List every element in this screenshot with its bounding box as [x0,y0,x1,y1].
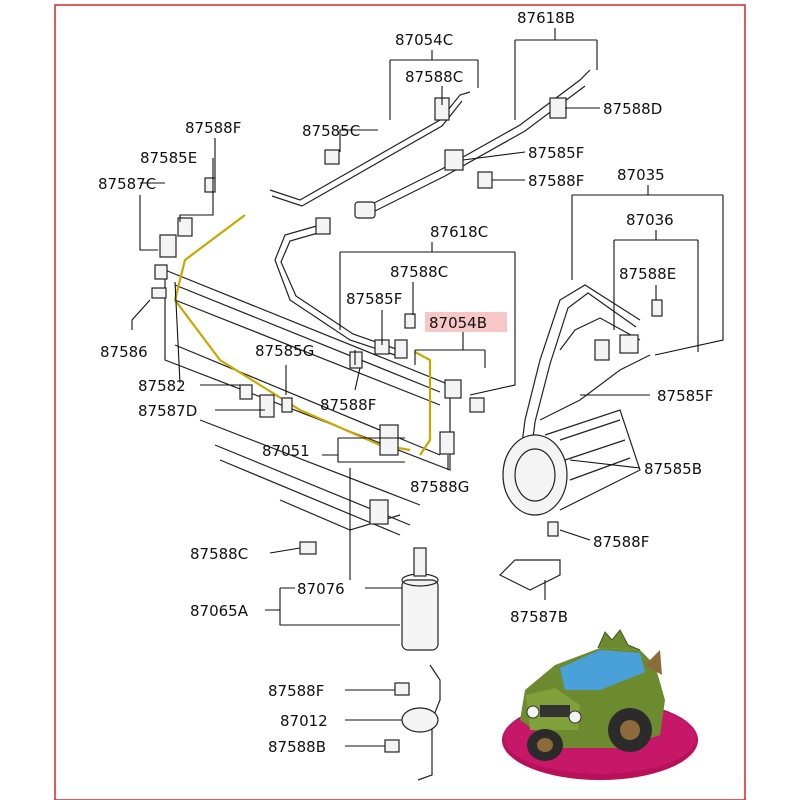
label-87588G: 87588G [410,478,469,496]
label-87585F-right: 87585F [657,387,713,405]
label-87585B: 87585B [644,460,702,478]
label-87585C: 87585C [302,122,360,140]
label-87588E: 87588E [619,265,676,283]
part-labels: 87618B 87054C 87588C 87588D 87588F 87585… [98,9,713,756]
label-87588B: 87588B [268,738,326,756]
label-87618C: 87618C [430,223,488,241]
label-87588D: 87588D [603,100,662,118]
label-87036: 87036 [626,211,674,229]
leader-lines [131,28,724,747]
label-87587D: 87587D [138,402,197,420]
pipe-assembly-87035 [519,284,651,463]
receiver-drier [401,547,439,651]
label-87054C: 87054C [395,31,453,49]
label-87012: 87012 [280,712,328,730]
discharge-hose-87054C [269,91,471,207]
car-mascot-image [502,629,698,780]
compressor [502,409,641,516]
label-87585E: 87585E [140,149,197,167]
label-87588C-mid: 87588C [390,263,448,281]
label-87588C-top: 87588C [405,68,463,86]
label-87035: 87035 [617,166,665,184]
liquid-pipe-87618C [274,217,397,356]
label-87585G: 87585G [255,342,314,360]
highlight-box-87054B [425,312,507,332]
bracket-87012 [401,664,441,781]
label-87054B: 87054B [429,314,487,332]
yellow-pipe-87051 [173,214,432,456]
label-87588C-low: 87588C [190,545,248,563]
small-fasteners [151,171,663,753]
label-87588F-mid: 87588F [320,396,376,414]
label-87582: 87582 [138,377,186,395]
page-border [54,4,746,800]
label-87586: 87586 [100,343,148,361]
label-87051: 87051 [262,442,310,460]
label-87588F-low: 87588F [268,682,324,700]
label-87076: 87076 [297,580,345,598]
label-87588F-top: 87588F [528,172,584,190]
label-87588F-right: 87588F [593,533,649,551]
label-87587B: 87587B [510,608,568,626]
label-87618B: 87618B [517,9,575,27]
condenser-assembly [164,269,451,536]
bracket-87587B [498,559,561,591]
label-87585F-mid: 87585F [346,290,402,308]
label-87587C: 87587C [98,175,156,193]
label-87588F-topleft: 87588F [185,119,241,137]
label-87585F-top: 87585F [528,144,584,162]
label-87065A: 87065A [190,602,249,620]
